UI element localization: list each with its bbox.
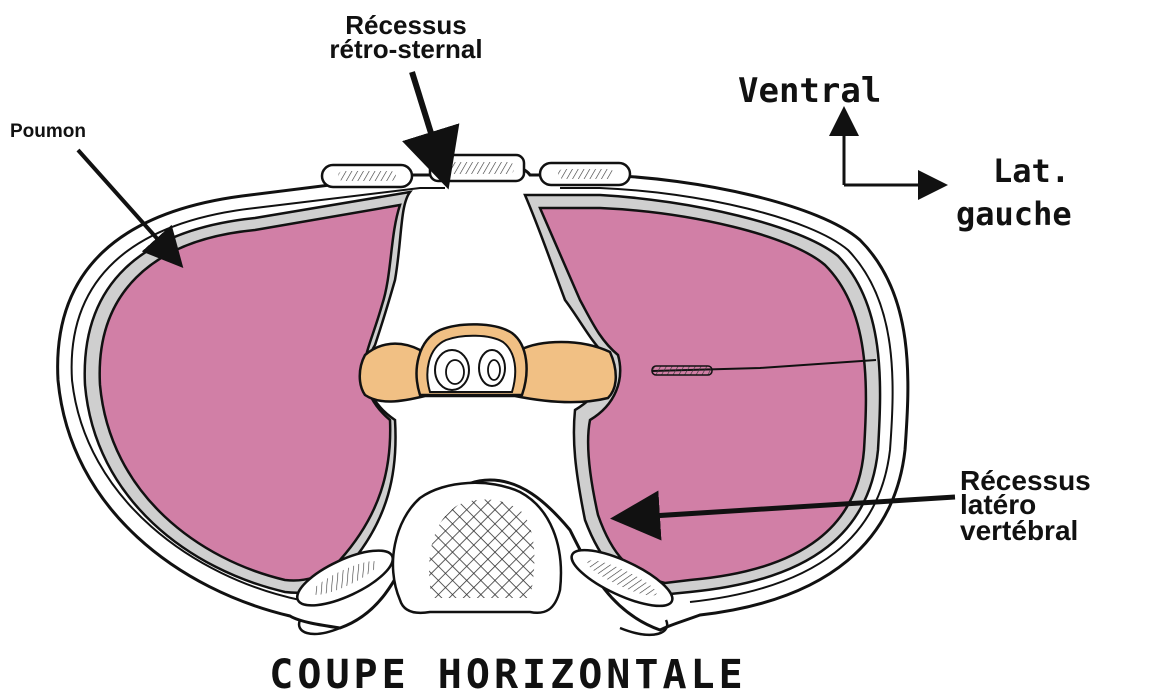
costal-cartilage-left-hatch [338, 171, 396, 181]
diagram-title: COUPE HORIZONTALE [269, 652, 746, 695]
label-ventral: Ventral [738, 71, 881, 111]
label-recessus-retro-sternal-line2: rétro-sternal [329, 34, 482, 64]
sternum-hatch [442, 162, 514, 174]
costal-cartilage-right-hatch [558, 169, 614, 179]
bronchus-right [479, 350, 505, 386]
fissure-hatch [652, 366, 712, 375]
label-lat: Lat. [993, 152, 1070, 190]
label-recessus-latero-vertebral-line3: vertébral [960, 515, 1078, 546]
label-poumon: Poumon [10, 121, 86, 142]
arrow-recessus-retro-sternal [412, 72, 445, 178]
label-gauche: gauche [956, 195, 1072, 233]
